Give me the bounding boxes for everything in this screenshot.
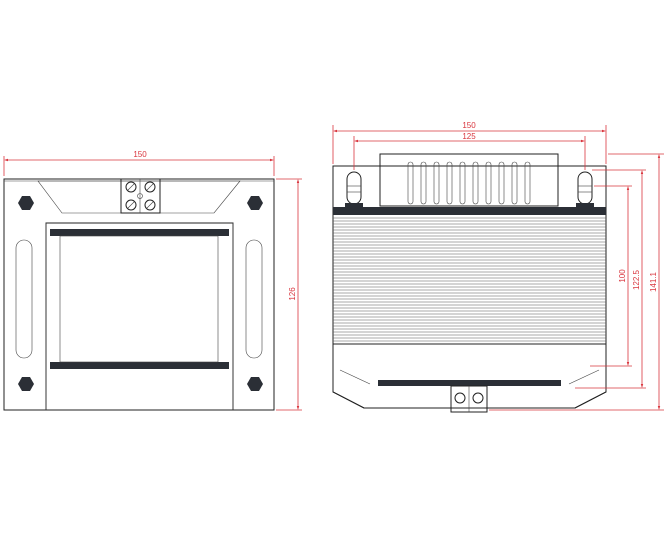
- front-left-slot: [15, 239, 33, 359]
- front-width-dim: 150: [133, 150, 147, 159]
- core-top-plate: [333, 207, 606, 215]
- screw-icon: [144, 181, 156, 193]
- side-bottom-bracket: [332, 343, 607, 409]
- side-height-100-dim: 100: [618, 269, 627, 283]
- front-terminal-block: [120, 178, 161, 214]
- nut-bottom-right-icon: [247, 377, 263, 391]
- front-coil-body: [59, 235, 219, 363]
- cooling-fins: [407, 161, 531, 205]
- screw-icon: [125, 181, 137, 193]
- screw-icon: [472, 392, 484, 404]
- side-height-122-5-dim: 122.5: [632, 269, 641, 290]
- screw-icon: [125, 199, 137, 211]
- bolt-right-icon: [577, 171, 593, 205]
- nut-top-left-icon: [18, 196, 34, 210]
- side-view: 150 125 100 122.5 141.1: [332, 121, 664, 413]
- screw-icon: [454, 392, 466, 404]
- side-bracket-width-dim: 125: [462, 132, 476, 141]
- front-core-window: [45, 222, 234, 411]
- front-top-trapezoid: [37, 180, 241, 214]
- screw-icon: [144, 199, 156, 211]
- side-overall-width-dim: 150: [462, 121, 476, 130]
- side-height-141-1-dim: 141.1: [649, 271, 658, 292]
- front-view: 150 126: [3, 150, 302, 411]
- nut-bottom-left-icon: [18, 377, 34, 391]
- front-height-dim: 126: [288, 287, 297, 301]
- side-top-bracket: [379, 153, 559, 207]
- front-right-slot: [245, 239, 263, 359]
- core-laminations: [333, 217, 606, 342]
- bolt-left-icon: [346, 171, 362, 205]
- nut-top-right-icon: [247, 196, 263, 210]
